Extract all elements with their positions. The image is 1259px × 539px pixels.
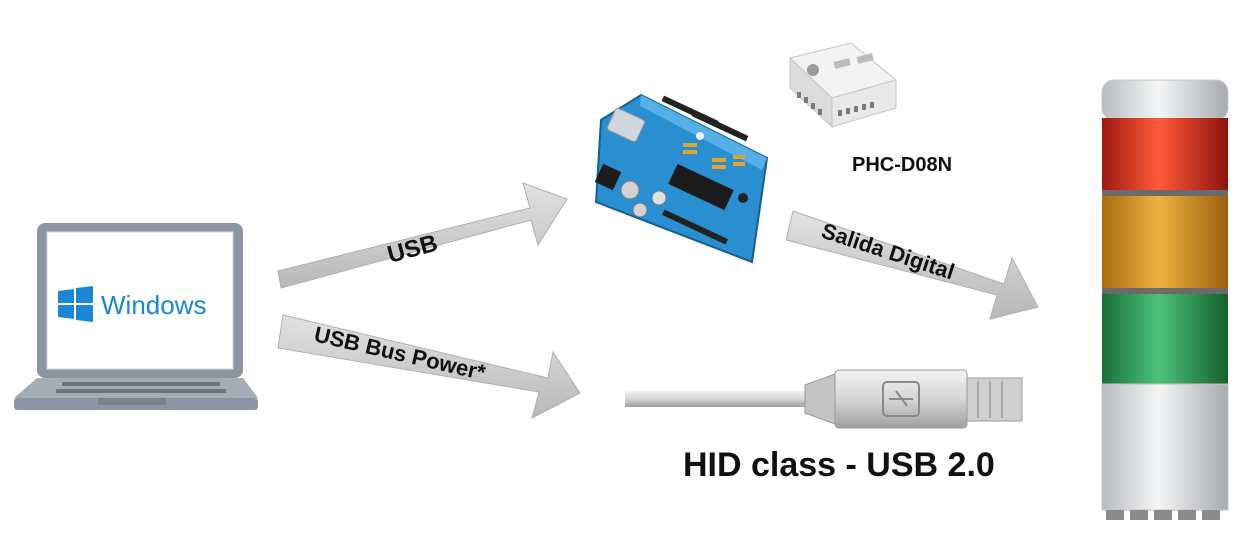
usb-symbol-icon <box>882 381 920 417</box>
controller-board-icon <box>594 93 769 264</box>
arrow-usb-bus-power: USB Bus Power* <box>277 314 581 419</box>
signal-tower-icon <box>1101 79 1229 520</box>
phc-module-icon <box>788 42 898 129</box>
arrow-salida-digital: Salida Digital <box>785 210 1039 320</box>
windows-logo-icon <box>58 286 93 322</box>
keyboard-icon <box>56 382 226 405</box>
cable-caption: HID class - USB 2.0 <box>683 446 995 484</box>
usb-cable-icon <box>625 369 1023 429</box>
phc-module-label: PHC-D08N <box>852 154 952 176</box>
arrow-usb-label: USB <box>385 230 441 269</box>
arrow-usb: USB <box>277 182 568 289</box>
laptop-icon: Windows <box>14 223 258 410</box>
windows-label: Windows <box>101 290 206 320</box>
